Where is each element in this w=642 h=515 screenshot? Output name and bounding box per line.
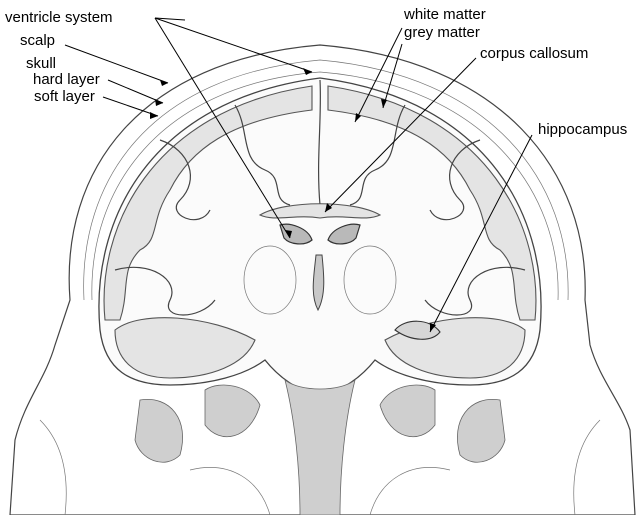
brainstem — [285, 380, 355, 515]
leader-soft-layer — [103, 97, 158, 116]
label-corpus-callosum: corpus callosum — [480, 45, 588, 62]
label-scalp: scalp — [20, 32, 55, 49]
arrowhead — [303, 68, 312, 75]
arrowhead — [155, 99, 163, 106]
label-ventricle-system: ventricle system — [5, 9, 113, 26]
label-hippocampus: hippocampus — [538, 121, 627, 138]
leader-hard-layer — [108, 80, 163, 103]
arrowhead — [160, 80, 168, 86]
leader-ventricle-1 — [155, 18, 312, 72]
arrowhead — [150, 112, 158, 119]
label-skull: skull — [26, 55, 56, 72]
cerebellum-right — [380, 385, 435, 437]
label-soft-layer: soft layer — [34, 88, 95, 105]
cerebellum-left — [205, 385, 260, 437]
label-grey-matter: grey matter — [404, 24, 480, 41]
label-hard-layer: hard layer — [33, 71, 100, 88]
label-white-matter: white matter — [404, 6, 486, 23]
